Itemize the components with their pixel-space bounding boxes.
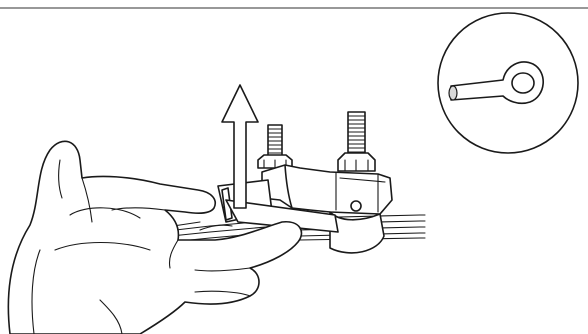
bolt-icon [258,125,292,168]
hand-icon [8,141,301,334]
bolt-icon [338,112,375,171]
eye-terminal-detail-icon [438,13,578,153]
